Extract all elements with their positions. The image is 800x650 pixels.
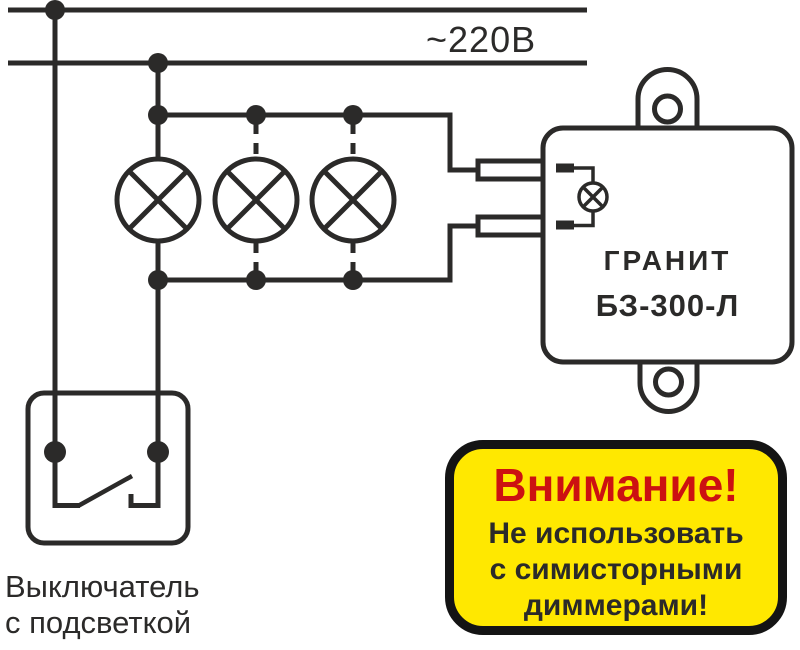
junction-dot bbox=[343, 105, 363, 125]
junction-dot bbox=[246, 105, 266, 125]
lamp-icon bbox=[309, 156, 397, 244]
mounting-hole-icon bbox=[653, 366, 684, 398]
wire-upper-bus bbox=[158, 112, 478, 173]
terminal-connector-1 bbox=[475, 158, 546, 182]
device-model: БЗ-300-Л bbox=[595, 288, 740, 323]
junction-dot bbox=[343, 270, 363, 290]
voltage-label: ~220В bbox=[426, 19, 537, 60]
switch-lever bbox=[76, 474, 134, 508]
junction-dot bbox=[45, 0, 65, 20]
switch-contact-icon bbox=[44, 441, 169, 508]
device-brand: ГРАНИТ bbox=[603, 245, 732, 276]
device-label: ГРАНИТ БЗ-300-Л bbox=[543, 245, 792, 324]
junction-dots bbox=[45, 0, 363, 290]
lamp-icon bbox=[212, 156, 300, 244]
switch-label-line1: Выключатель bbox=[5, 569, 200, 604]
warning-line: с симисторными bbox=[489, 553, 743, 586]
warning-line: Не использовать bbox=[488, 517, 744, 550]
switch-label-line2: с подсветкой bbox=[5, 605, 192, 640]
warning-box: Внимание! Не использовать с симисторными… bbox=[445, 440, 787, 635]
mounting-hole-icon bbox=[652, 93, 683, 125]
terminal-connector-2 bbox=[475, 214, 546, 238]
device-box bbox=[540, 125, 795, 365]
internal-terminal-mark bbox=[556, 220, 574, 230]
junction-dot bbox=[246, 270, 266, 290]
internal-terminal-mark bbox=[556, 163, 574, 173]
junction-dot bbox=[148, 53, 168, 73]
lamp-icon bbox=[114, 156, 202, 244]
switch-box bbox=[25, 390, 191, 546]
wire-lower-bus bbox=[158, 223, 478, 283]
indicator-lamp-icon bbox=[574, 166, 609, 228]
switch-label: Выключатель с подсветкой bbox=[5, 569, 255, 641]
warning-title: Внимание! bbox=[493, 459, 739, 511]
warning-line: диммерами! bbox=[523, 589, 709, 622]
